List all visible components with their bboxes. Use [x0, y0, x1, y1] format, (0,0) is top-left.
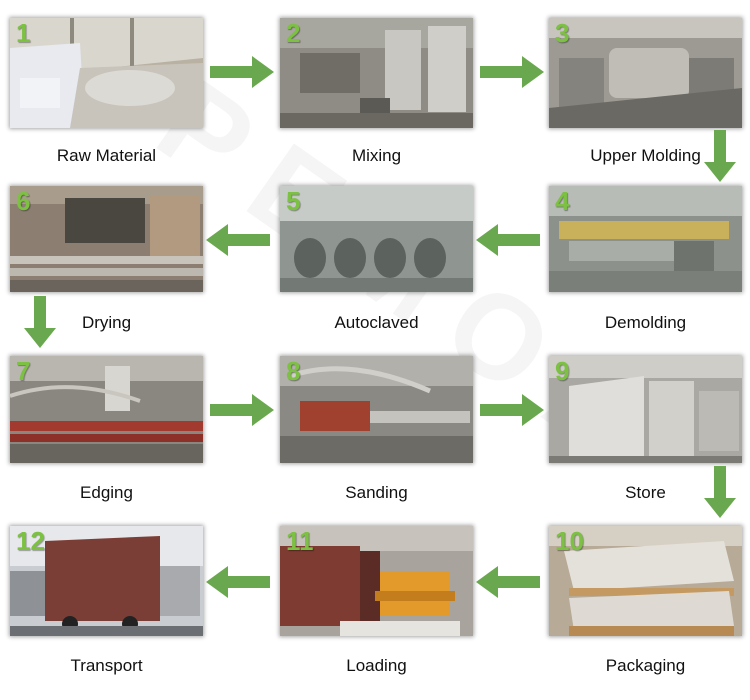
- step-11-photo: 11: [280, 526, 473, 636]
- step-number: 3: [555, 18, 570, 48]
- arrow-left-icon: [206, 224, 270, 256]
- step-number: 6: [16, 186, 31, 216]
- step-4-label: Demolding: [604, 313, 687, 332]
- step-10-photo: 10: [549, 526, 742, 636]
- step-7-photo: 7: [10, 356, 203, 463]
- step-1-photo: 1: [10, 18, 203, 128]
- step-3-label: Upper Molding: [590, 146, 701, 165]
- arrow-left-icon: [476, 224, 540, 256]
- step-3-photo: 3: [549, 18, 742, 128]
- arrow-left-icon: [206, 566, 270, 598]
- step-4-photo: 4: [549, 186, 742, 292]
- arrow-right-icon: [480, 56, 544, 88]
- step-number: 10: [555, 526, 584, 556]
- step-number: 2: [286, 18, 301, 48]
- step-number: 11: [286, 526, 314, 556]
- step-number: 8: [286, 356, 301, 386]
- step-number: 7: [16, 356, 31, 386]
- arrow-down-icon: [704, 466, 736, 518]
- step-2-photo: 2: [280, 18, 473, 128]
- arrow-right-icon: [480, 394, 544, 426]
- step-number: 9: [555, 356, 570, 386]
- step-7-label: Edging: [80, 483, 133, 502]
- step-12-photo: 12: [10, 526, 203, 636]
- step-5-label: Autoclaved: [334, 313, 419, 332]
- step-9-label: Store: [625, 483, 666, 502]
- step-number: 5: [286, 186, 301, 216]
- step-12-label: Transport: [70, 656, 143, 675]
- step-5-photo: 5: [280, 186, 473, 292]
- arrow-right-icon: [210, 56, 274, 88]
- step-number: 12: [16, 526, 45, 556]
- step-11-label: Loading: [346, 656, 407, 675]
- step-9-photo: 9: [549, 356, 742, 463]
- step-number: 1: [16, 18, 31, 48]
- step-number: 4: [555, 186, 570, 216]
- step-6-photo: 6: [10, 186, 203, 292]
- step-2-label: Mixing: [351, 146, 402, 165]
- arrow-left-icon: [476, 566, 540, 598]
- arrow-right-icon: [210, 394, 274, 426]
- step-1-label: Raw Material: [56, 146, 157, 165]
- step-8-label: Sanding: [345, 483, 408, 502]
- step-10-label: Packaging: [605, 656, 686, 675]
- arrow-down-icon: [704, 130, 736, 182]
- step-8-photo: 8: [280, 356, 473, 463]
- step-6-label: Drying: [81, 313, 132, 332]
- arrow-down-icon: [24, 296, 56, 348]
